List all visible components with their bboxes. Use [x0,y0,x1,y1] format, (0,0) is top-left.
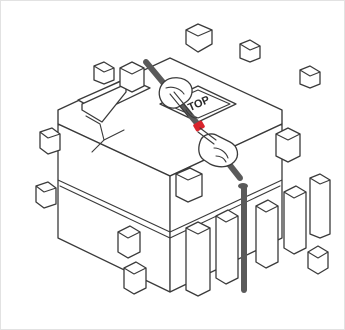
hand-pointer-icon-right [197,127,239,168]
right-side-pegs [255,173,331,275]
front-pegs [175,167,239,297]
strap-corner [238,183,248,189]
hand-pointer-icon-left [158,77,197,119]
top-posts [93,23,321,163]
strap-buckle [193,120,205,132]
left-side-pegs [35,127,147,295]
